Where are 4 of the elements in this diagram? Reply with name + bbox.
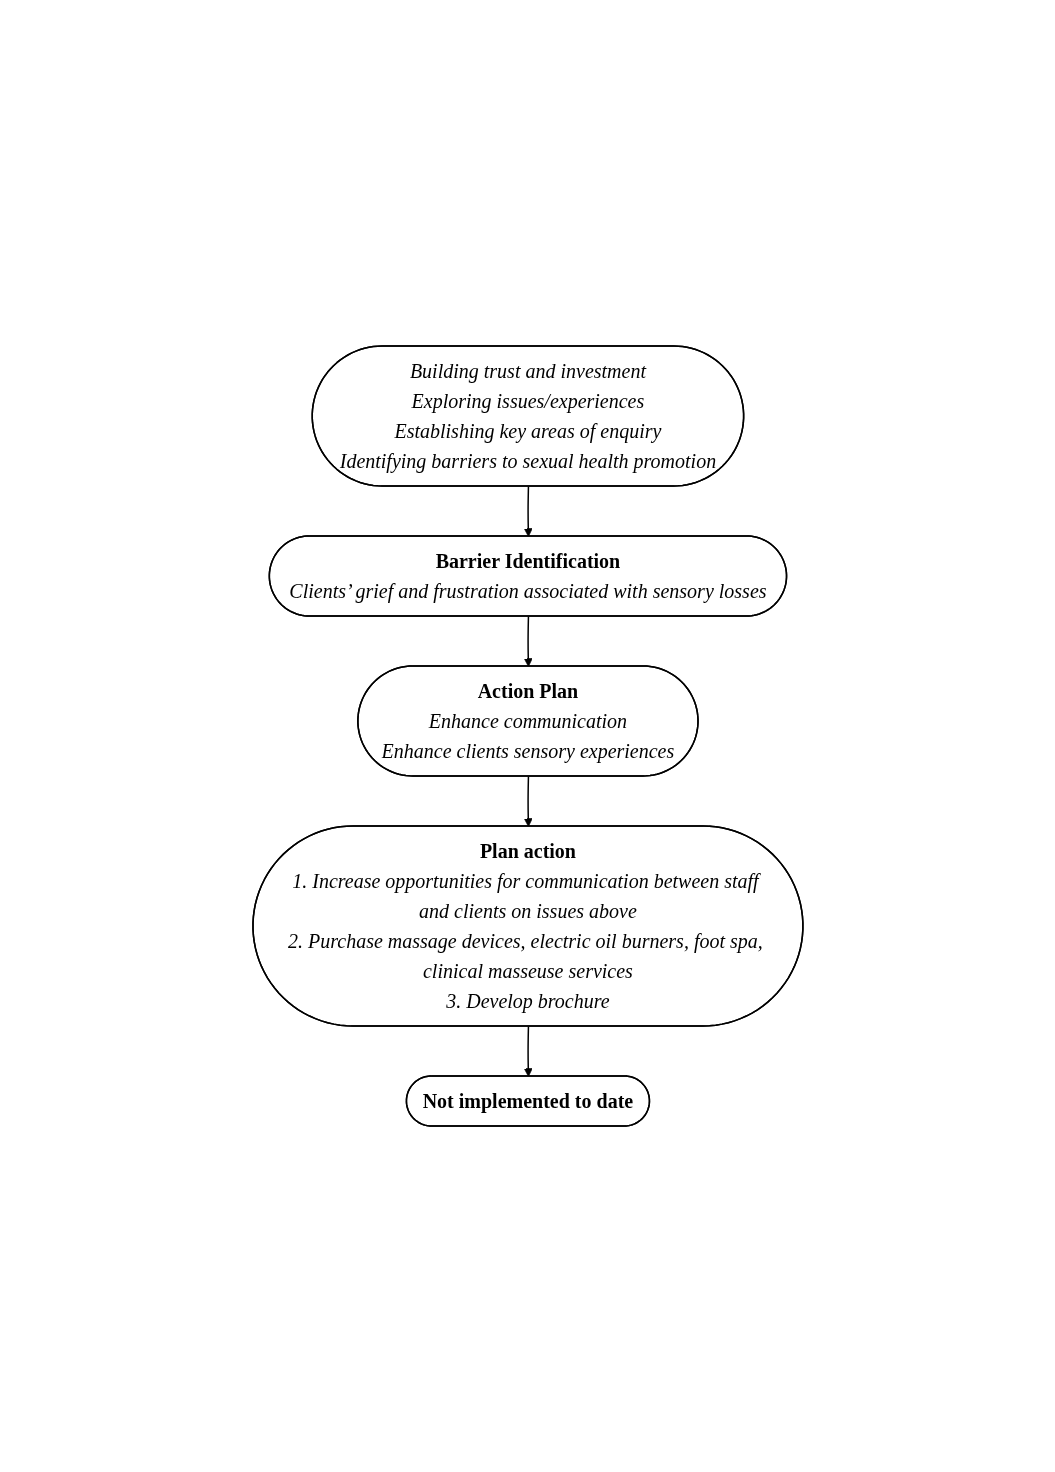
- arrow: [523, 615, 533, 667]
- arrow: [523, 775, 533, 827]
- arrow: [523, 1025, 533, 1077]
- arrow: [523, 485, 533, 537]
